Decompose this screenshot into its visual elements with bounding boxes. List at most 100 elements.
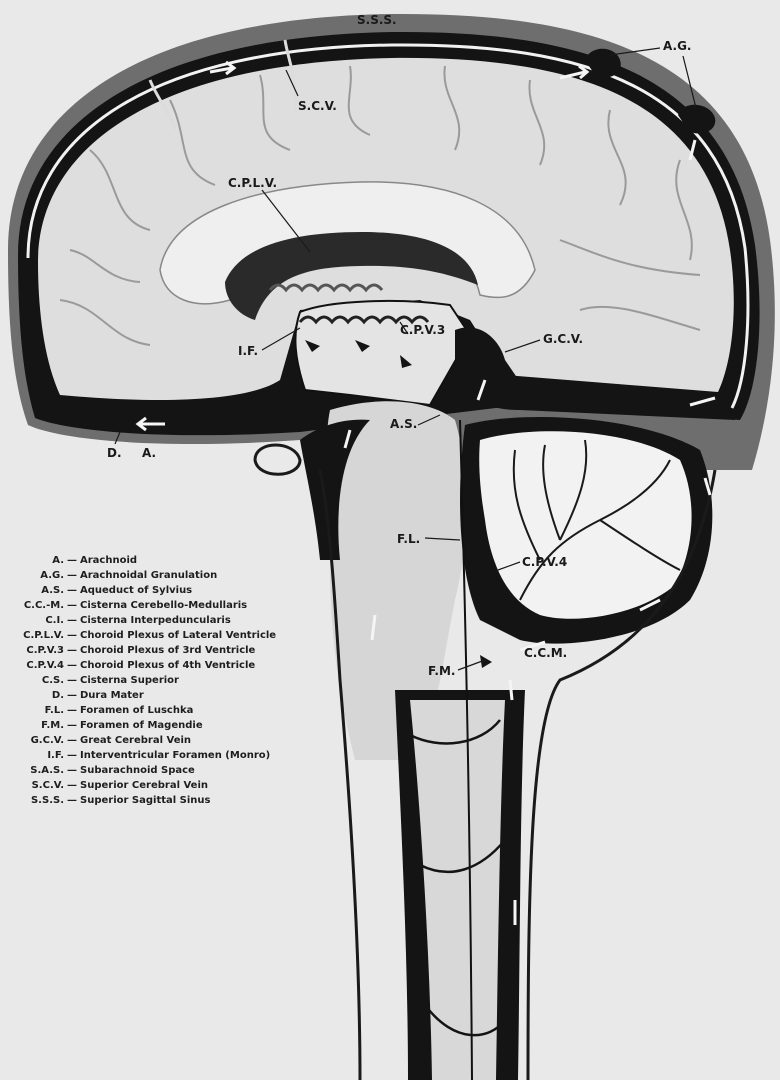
spinal-flow-arcs [409,719,506,1037]
legend-description: Foramen of Magendie [80,720,203,731]
superior-cerebral-vein-1 [148,79,177,131]
legend-dash: — [67,555,77,566]
legend-dash: — [67,720,77,731]
cerebral-sulci [59,65,701,346]
label-ag: A.G. [663,39,691,53]
legend-abbreviation: S.S.S. [30,795,64,806]
leader-d [114,431,121,445]
legend-row: C.P.V.4—Choroid Plexus of 4th Ventricle [14,658,276,673]
leader-scv [285,69,299,97]
legend-dash: — [67,765,77,776]
legend-row: C.C.-M.—Cisterna Cerebello-Medullaris [14,598,276,613]
label-ccm: C.C.M. [524,646,567,660]
label-a: A. [142,446,156,460]
legend-abbreviation: C.P.V.3 [26,645,64,656]
infundibulum-loop [253,443,302,476]
central-canal [459,419,473,1080]
leader-if [261,327,301,351]
legend-row: A.S.—Aqueduct of Sylvius [14,583,276,598]
lateral-ventricle [225,232,478,320]
spinal-dura-outline-right [526,469,717,1080]
legend-dash: — [67,795,77,806]
legend-dash: — [67,570,77,581]
label-scv: S.C.V. [298,99,337,113]
label-sss: S.S.S. [357,13,397,27]
legend-description: Choroid Plexus of Lateral Ventricle [80,630,277,641]
cisterna-interpeduncularis [300,419,370,560]
legend-row: A.—Arachnoid [14,553,276,568]
spinal-dura-outline [318,469,362,1080]
legend-row: C.P.L.V.—Choroid Plexus of Lateral Ventr… [14,628,276,643]
legend-abbreviation: F.L. [44,705,64,716]
legend-dash: — [67,645,77,656]
legend-dash: — [67,660,77,671]
label-cpv4: C.P.V.4 [522,555,567,569]
legend-abbreviation: I.F. [47,750,64,761]
legend-row: S.S.S.—Superior Sagittal Sinus [14,793,276,808]
legend-row: G.C.V.—Great Cerebral Vein [14,733,276,748]
legend-abbreviation: A. [52,555,64,566]
legend-description: Great Cerebral Vein [80,735,192,746]
legend-description: Subarachnoid Space [80,765,195,776]
legend-abbreviation: C.I. [45,615,64,626]
legend-row: C.P.V.3—Choroid Plexus of 3rd Ventricle [14,643,276,658]
leader-as [417,414,441,426]
choroid-plexus-3rd-ventricle [298,315,430,325]
superior-cerebral-vein-2 [283,39,298,111]
legend-dash: — [67,675,77,686]
legend-abbreviation: G.C.V. [30,735,64,746]
label-as: A.S. [390,417,417,431]
legend-row: A.G.—Arachnoidal Granulation [14,568,276,583]
legend-abbreviation: S.C.V. [31,780,64,791]
ventricle-flow-arrows [305,340,492,668]
legend-abbreviation: A.G. [40,570,64,581]
csf-flow-arrows [135,60,716,925]
label-d: D. [107,446,122,460]
legend-dash: — [67,615,77,626]
leader-fl [424,537,461,541]
legend-dash: — [67,585,77,596]
cisterna-superior [455,327,735,420]
label-cpv3: C.P.V.3 [400,323,445,337]
leader-cpv3 [399,321,409,335]
legend-row: D.—Dura Mater [14,688,276,703]
legend-description: Cisterna Superior [80,675,179,686]
legend-row: I.F.—Interventricular Foramen (Monro) [14,748,276,763]
legend-description: Foramen of Luschka [80,705,194,716]
legend-row: C.I.—Cisterna Interpeduncularis [14,613,276,628]
legend-abbreviation: S.A.S. [30,765,64,776]
label-if: I.F. [238,344,258,358]
legend-description: Arachnoid [80,555,138,566]
legend-row: C.S.—Cisterna Superior [14,673,276,688]
legend-description: Superior Cerebral Vein [80,780,209,791]
legend-row: S.A.S.—Subarachnoid Space [14,763,276,778]
leader-cpv4 [497,561,521,571]
legend-description: Cisterna Cerebello-Medullaris [80,600,248,611]
legend-abbreviation: C.P.V.4 [26,660,64,671]
legend-abbreviation: F.M. [41,720,64,731]
legend-dash: — [67,705,77,716]
legend-dash: — [67,750,77,761]
legend-dash: — [67,735,77,746]
leader-gcv [504,339,541,353]
legend-description: Interventricular Foramen (Monro) [80,750,271,761]
legend-abbreviation: C.S. [41,675,64,686]
brainstem [326,401,467,760]
cerebellum-arbor-vitae [479,431,692,619]
legend-dash: — [67,630,77,641]
arachnoid-membrane [26,43,750,409]
label-fm: F.M. [428,664,456,678]
legend-description: Dura Mater [80,690,144,701]
legend-description: Superior Sagittal Sinus [80,795,211,806]
leader-ag-2 [682,55,697,109]
arachnoidal-granulation-2 [678,104,716,134]
legend-description: Aqueduct of Sylvius [80,585,193,596]
legend-row: F.L.—Foramen of Luschka [14,703,276,718]
leader-ag-1 [609,47,661,56]
choroid-plexus-lateral-ventricle [268,283,384,293]
label-fl: F.L. [397,532,420,546]
legend-dash: — [67,780,77,791]
